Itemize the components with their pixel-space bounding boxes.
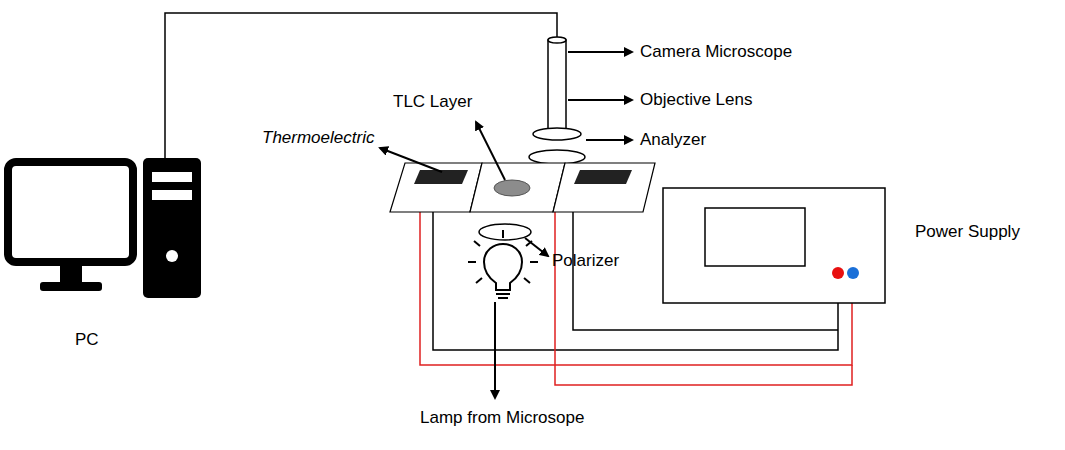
part-label: Lamp from Microsope [420,408,584,428]
lamp-bulb [468,230,538,298]
part-label: Thermoelectric [262,128,374,148]
analyzer [529,150,585,164]
tlc-layer [494,180,530,196]
slide [390,163,655,212]
thermoelectric-element [574,170,632,184]
device-label: PC [75,330,99,350]
camera-cable [165,13,557,158]
part-label: TLC Layer [393,92,472,112]
part-label: Polarizer [552,251,619,271]
power-supply [663,188,885,303]
part-label: Objective Lens [640,90,752,110]
part-label: Power Supply [915,222,1020,242]
objective-lens [533,128,581,140]
part-label: Camera Microscope [640,42,792,62]
polarizer [479,224,531,240]
part-label: Analyzer [640,130,706,150]
pc-icon [8,158,201,298]
